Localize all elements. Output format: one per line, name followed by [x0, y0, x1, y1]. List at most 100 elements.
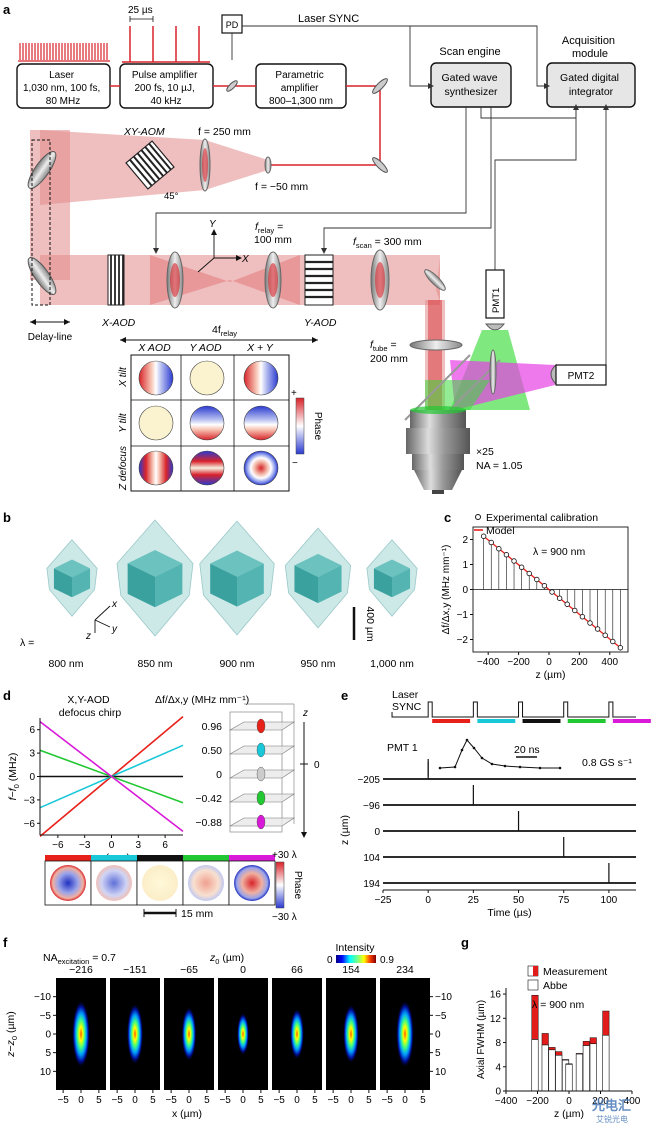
delay-line-label: Delay-line	[28, 332, 73, 343]
x-aod	[107, 254, 125, 306]
svg-text:Laser 1,030 nm, 100 fs,: Laser 1,030 nm, 100 fs, 80 MHz	[23, 70, 103, 107]
f-ytick-label-left: 5	[45, 1048, 51, 1059]
voxel-cube-right	[155, 563, 183, 608]
y-aod-label: Y-AOD	[304, 317, 337, 329]
b-scale-label: 400 µm	[364, 606, 376, 641]
f-xtick-label: −5	[111, 1095, 123, 1106]
d-ylabel: f−f0 (MHz)	[7, 753, 21, 801]
d-plane-label: 0.96	[202, 721, 223, 733]
voxel-cube-top	[294, 553, 342, 577]
e-sync-signal	[391, 701, 636, 718]
voxel-0	[46, 539, 98, 617]
f-xtick-label: 0	[402, 1095, 408, 1106]
f-xtick-label: 0	[294, 1095, 300, 1106]
param-amp-label-2: amplifier	[281, 83, 319, 94]
defocus-phase-strip	[44, 855, 276, 906]
f-ylabel-unit: (µm)	[5, 1011, 17, 1036]
d-plane-label: 0.50	[202, 745, 223, 757]
d-strip-color	[45, 855, 91, 861]
acquisition-label-1: Acquisition	[562, 35, 615, 47]
f250-label: f = 250 mm	[198, 126, 251, 138]
axis-y-arrow	[211, 229, 217, 235]
panel-label-e: e	[341, 688, 348, 703]
lens-emission	[489, 349, 497, 395]
svg-text:Acquisition module: Acquisition module	[562, 35, 618, 60]
voxel-cube-right	[237, 563, 264, 607]
d-ylabel-unit: (MHz)	[7, 753, 19, 785]
four-frelay-sub: relay	[221, 329, 238, 338]
e-pulse-sample	[538, 766, 542, 770]
gated-wave-label-1: Gated wave	[442, 72, 498, 84]
d-strip-phase	[234, 865, 270, 901]
pmt1-window	[484, 323, 506, 331]
phase-zdef-x	[138, 450, 174, 486]
d-z-label: z	[302, 708, 308, 719]
grid-row-2: Y tilt	[118, 412, 129, 432]
d-ytick-label: 3	[29, 749, 35, 760]
d-xtick-label: −3	[79, 840, 91, 851]
svg-text:X AOD Y AOD X + Y: X AOD Y AOD X + Y	[137, 342, 273, 354]
g-bar-measurement	[582, 1041, 590, 1046]
e-xtick-label: −25	[375, 895, 392, 906]
d-plane-label: −0.42	[195, 793, 222, 805]
f-z0-sub: 0	[215, 957, 219, 966]
phase-colorbar-a	[295, 397, 305, 455]
e-ylabel: z (µm)	[339, 815, 351, 845]
f-psf-spot	[72, 1000, 90, 1068]
lens-f250-core	[202, 148, 208, 182]
e-pulse-sample	[465, 738, 469, 742]
f-z0-value: 234	[396, 964, 414, 976]
c-legend-marker	[475, 514, 481, 520]
voxel-cube-left	[127, 563, 155, 608]
f-z0-value: −151	[123, 964, 147, 976]
svg-text:X,Y-AOD defocus chirp: X,Y-AOD defocus chirp	[59, 694, 122, 719]
f-na-val: = 0.7	[89, 952, 116, 964]
f-psf-spot	[236, 1012, 250, 1056]
f-psf-spot	[342, 1004, 360, 1064]
voxel-2	[199, 520, 275, 636]
g-xtick-label: 0	[566, 1096, 572, 1107]
c-point	[594, 626, 601, 632]
objective-mag: ×25	[476, 446, 494, 458]
f-xlabel: x (µm)	[172, 1108, 202, 1120]
c-point	[617, 645, 624, 651]
axis-x-arrow	[236, 255, 242, 261]
d-ylabel-var: f−f	[7, 787, 19, 800]
mirror-6	[424, 269, 446, 291]
wire-arrows	[153, 83, 609, 254]
c-point	[602, 632, 608, 638]
g-xtick-label: −400	[495, 1096, 518, 1107]
delay-line-box	[31, 139, 51, 306]
pmt1-label: PMT1	[491, 288, 502, 313]
g-legend-swatch-1-red	[533, 966, 538, 976]
phase-zdef-y	[189, 450, 225, 486]
delay-arrow-r	[64, 319, 70, 325]
g-bar-measurement	[589, 1037, 597, 1044]
c-ytick-label: 0	[462, 585, 468, 596]
g-ytick-label: 12	[490, 1014, 502, 1025]
f-z0-value: −216	[69, 964, 93, 976]
d-phase-min: −30 λ	[272, 912, 297, 923]
f-na-sub: excitation	[58, 957, 90, 966]
ftube-value: 200 mm	[370, 353, 408, 365]
voxel-cube-left	[53, 568, 72, 598]
panel-f: f NAexcitation = 0.7 z0 (µm) Intensity 0…	[3, 935, 452, 1120]
b-axis-x: x	[111, 599, 118, 610]
svg-text:z0 (µm): z0 (µm)	[209, 952, 244, 966]
e-pulse-sample	[472, 746, 476, 750]
c-legend-1: Experimental calibration	[486, 512, 598, 524]
b-axis-arrows	[94, 605, 111, 633]
panel-label-f: f	[3, 935, 8, 950]
grid-row-1: X tilt	[118, 366, 129, 388]
g-xtick-label: 200	[592, 1096, 609, 1107]
f-ytick-label-right: −10	[435, 992, 452, 1003]
c-point	[480, 533, 487, 539]
d-xtick-label: 6	[162, 840, 168, 851]
acquisition-label-2: module	[572, 48, 608, 60]
phase-xtilt-xy	[243, 360, 279, 396]
svg-text:ftube =: ftube =	[370, 339, 397, 353]
svg-text:4frelay: 4frelay	[212, 324, 237, 338]
c-point	[526, 570, 532, 577]
